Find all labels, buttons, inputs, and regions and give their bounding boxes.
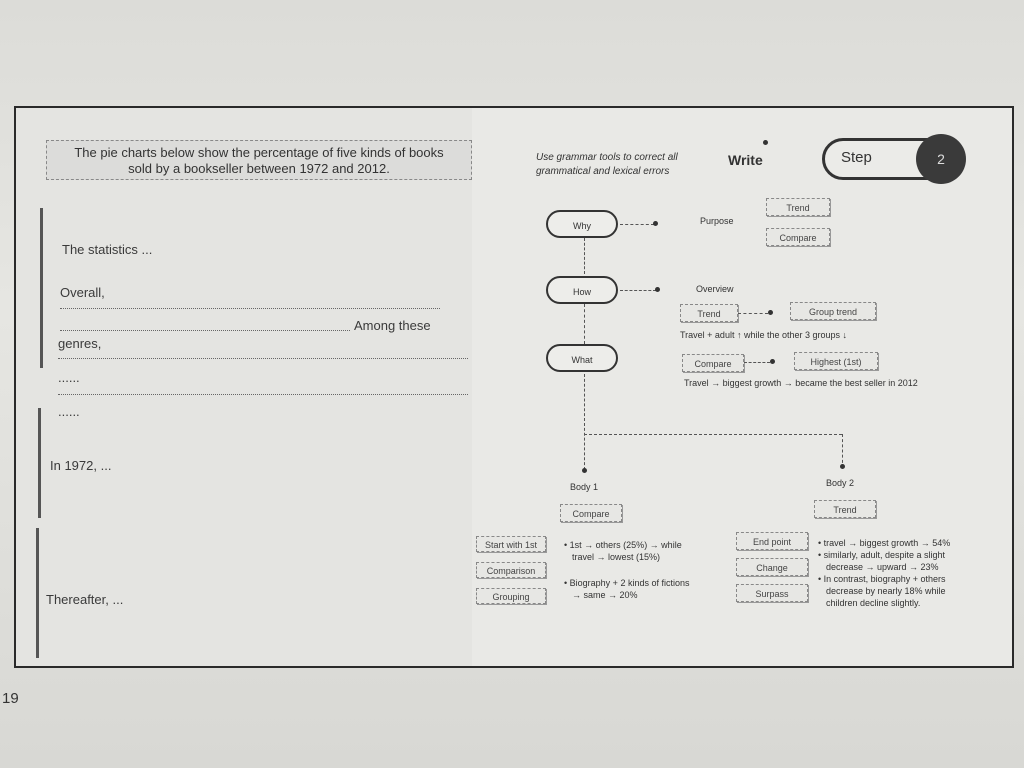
body2-bullet-3a: In contrast, biography + others [823,574,946,584]
body2-bullet-1-text: travel → biggest growth → 54% [823,538,951,548]
section-bar-body2 [36,528,39,658]
thereafter-text: Thereafter, ... [46,592,124,607]
body1-bullet-2: • Biography + 2 kinds of fictions [564,578,690,588]
section-bar-body1 [38,408,41,518]
comparison-tag: Comparison [476,562,546,578]
overview-note: Travel + adult ↑ while the other 3 group… [680,330,848,340]
branch-down [842,434,843,468]
step-number-badge: 2 [916,134,966,184]
branch-line [584,434,842,435]
statistics-text: The statistics ... [62,242,153,257]
body1-bullet-1: • 1st → others (25%) → while [564,540,682,550]
how-dot [655,287,660,292]
trend-connector [738,313,768,314]
overall-text: Overall, [60,285,105,300]
compare-connector [744,362,770,363]
spine-1 [584,238,585,274]
trend-tag: Trend [680,304,738,322]
start-with-1st-tag: Start with 1st [476,536,546,552]
how-connector [620,290,656,291]
compare-dot [770,359,775,364]
how-node: How [546,276,618,304]
worksheet-frame: The pie charts below show the percentage… [14,106,1014,668]
body2-bullet-1: • travel → biggest growth → 54% [818,538,951,548]
body1-bullet-2a: Biography + 2 kinds of fictions [569,578,690,588]
grammar-line-2: grammatical and lexical errors [536,166,670,177]
why-node: Why [546,210,618,238]
spine-2 [584,304,585,344]
surpass-tag: Surpass [736,584,808,602]
blank-line-1 [60,308,440,309]
body2-trend-tag: Trend [814,500,876,518]
among-text: Among these [354,318,431,333]
body1-title: Body 1 [570,482,599,492]
blank-line-3 [58,358,468,359]
end-point-tag: End point [736,532,808,550]
purpose-label: Purpose [700,216,734,226]
blank-line-4 [58,394,468,395]
compare-tag: Compare [682,354,744,372]
write-label: Write [728,152,763,168]
trend-top-tag: Trend [766,198,830,216]
left-panel: The pie charts below show the percentage… [16,108,472,666]
task-prompt: The pie charts below show the percentage… [46,140,472,180]
genres-text: genres, [58,336,102,351]
highest-tag: Highest (1st) [794,352,878,370]
body2-dot [840,464,845,469]
step-label: Step [841,149,872,166]
prompt-line-1: The pie charts below show the percentage… [74,145,444,160]
body1-compare-tag: Compare [560,504,622,522]
body2-bullet-2: • similarly, adult, despite a slight [818,550,946,560]
body1-bullet-2b: → same → 20% [572,590,638,600]
prompt-line-2: sold by a bookseller between 1972 and 20… [128,161,390,176]
what-node: What [546,344,618,372]
blank-line-2 [60,330,350,331]
body2-bullet-3c: children decline slightly. [826,598,921,608]
compare-top-tag: Compare [766,228,830,246]
highest-note: Travel → biggest growth → became the bes… [684,378,918,388]
body2-bullet-2b: decrease → upward → 23% [826,562,939,572]
why-dot [653,221,658,226]
body2-bullet-2a: similarly, adult, despite a slight [823,550,946,560]
body2-bullet-3b: decrease by nearly 18% while [826,586,946,596]
body1-dot [582,468,587,473]
body2-title: Body 2 [826,478,855,488]
grammar-line-1: Use grammar tools to correct all [536,152,678,163]
trend-dot [768,310,773,315]
in1972-text: In 1972, ... [50,458,112,473]
ellipsis-1: ...... [58,370,80,385]
overview-label: Overview [696,284,734,294]
page-number: 19 [2,690,19,707]
grouping-tag: Grouping [476,588,546,604]
section-bar-intro [40,208,43,368]
ellipsis-2: ...... [58,404,80,419]
change-tag: Change [736,558,808,576]
spine-3 [584,374,585,470]
body1-bullet-1a: 1st → others (25%) → while [569,540,682,550]
body1-bullet-1b: travel → lowest (15%) [572,552,661,562]
write-dot [763,140,768,145]
group-trend-tag: Group trend [790,302,876,320]
body2-bullet-3: • In contrast, biography + others [818,574,946,584]
why-connector [620,224,654,225]
